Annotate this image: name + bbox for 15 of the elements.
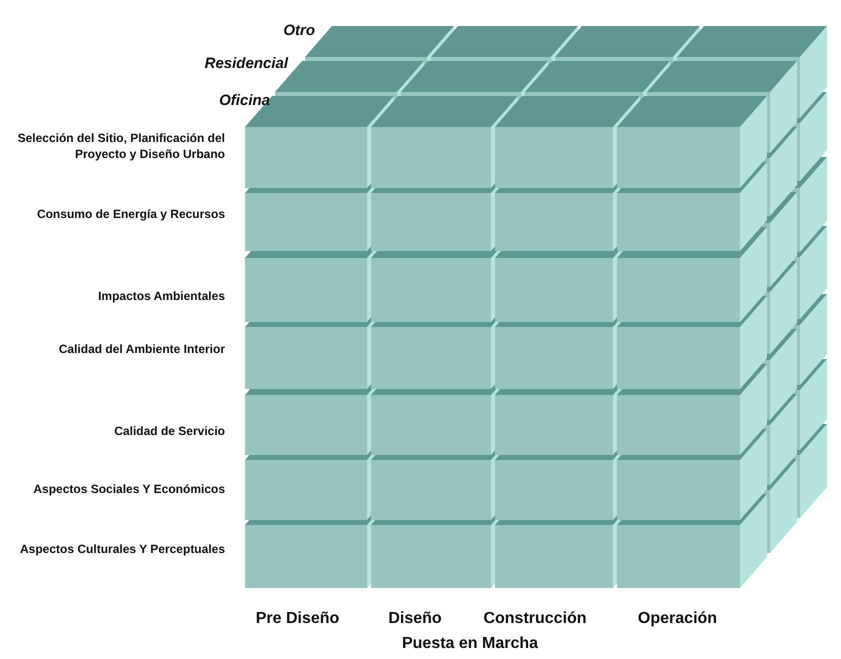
row-label: Selección del Sitio, Planificación del Proyecto y Diseño Urbano [16,131,225,162]
row-label: Calidad de Servicio [113,424,225,440]
column-label: Pre Diseño [254,609,340,629]
row-label: Calidad del Ambiente Interior [58,342,225,358]
row-label: Aspectos Culturales Y Perceptuales [19,542,225,558]
column-label: Construcción [482,609,588,629]
layer-label: Residencial [204,54,288,74]
row-label: Consumo de Energía y Recursos [36,207,225,223]
column-label: Diseño [387,609,443,629]
row-label: Aspectos Sociales Y Económicos [32,482,225,498]
layer-label: Oficina [218,91,270,110]
row-label: Impactos Ambientales [97,289,225,305]
column-label: Puesta en Marcha [400,634,540,654]
column-label: Operación [636,609,718,629]
layer-label: Otro [282,21,315,40]
